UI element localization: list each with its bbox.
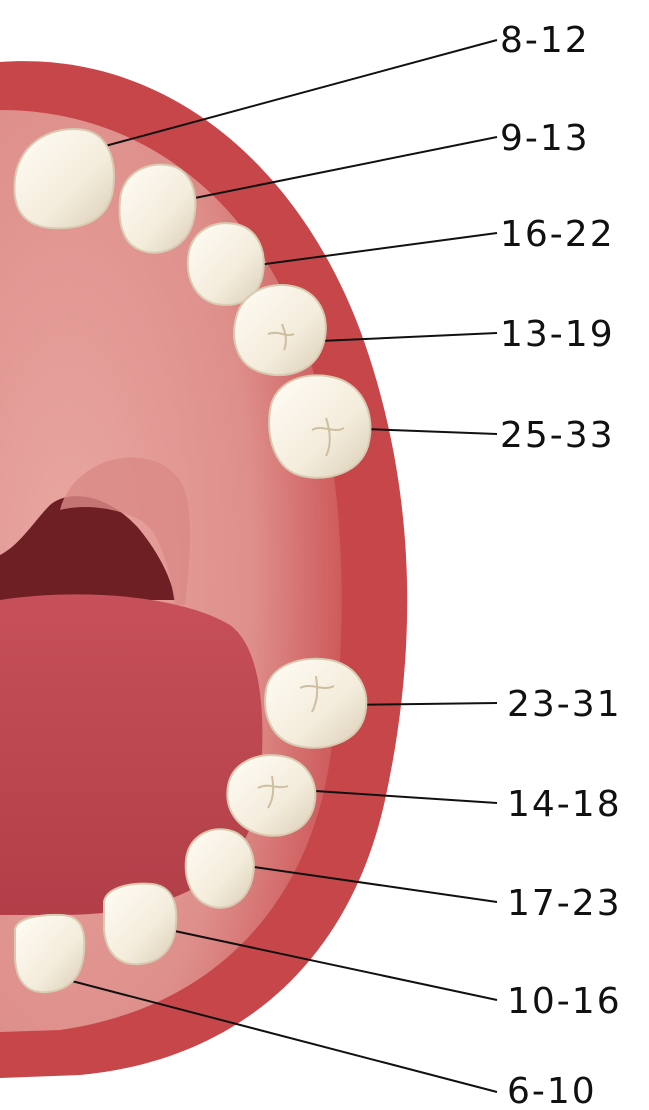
label-lower-second-molar: 23-31 [507,684,622,725]
label-upper-canine: 16-22 [500,214,615,255]
label-upper-second-molar: 25-33 [500,415,615,456]
lower-central-incisor [15,915,84,992]
label-upper-lateral-incisor: 9-13 [500,118,590,159]
label-lower-canine: 17-23 [507,883,622,924]
upper-labels: 8-12 9-13 16-22 13-19 25-33 [500,20,615,456]
lower-labels: 23-31 14-18 17-23 10-16 6-10 [507,684,622,1110]
upper-first-molar [234,285,326,375]
label-upper-central-incisor: 8-12 [500,20,590,61]
lower-first-molar [227,755,315,836]
lower-lateral-incisor [104,884,176,965]
lower-canine [186,829,254,907]
label-lower-first-molar: 14-18 [507,784,622,825]
upper-second-molar [269,375,370,477]
label-lower-central-incisor: 6-10 [507,1071,597,1110]
label-upper-first-molar: 13-19 [500,314,615,355]
label-lower-lateral-incisor: 10-16 [507,981,622,1022]
upper-lateral-incisor [120,164,196,252]
